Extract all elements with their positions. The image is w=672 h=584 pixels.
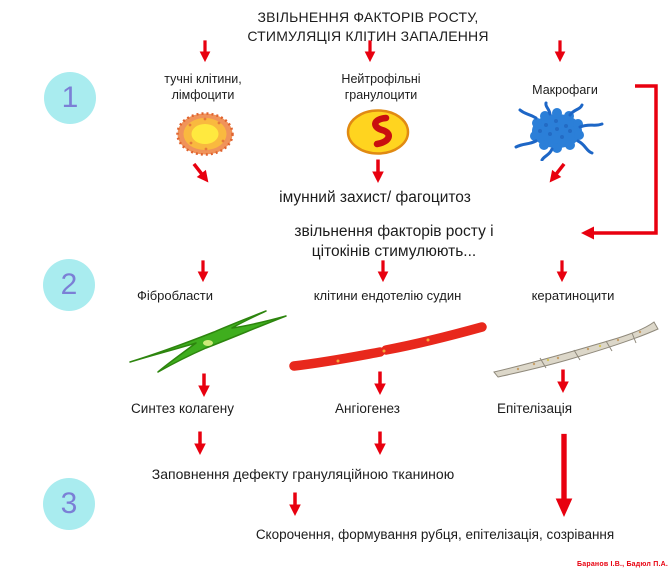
diagram-title: ЗВІЛЬНЕННЯ ФАКТОРІВ РОСТУ, СТИМУЛЯЦІЯ КЛ…	[247, 9, 489, 44]
macrophage-label: Макрофаги	[532, 83, 598, 97]
arrow-down-icon	[199, 40, 211, 63]
stage1-outcome-text: імунний захист/ фагоцитоз	[279, 189, 471, 206]
endothelial-cell-label: клітини ендотелію судин	[313, 288, 462, 303]
neutrophil-icon	[346, 109, 410, 155]
arrow-down-icon	[374, 431, 386, 455]
endothelial-cell-icon	[289, 322, 487, 371]
collagen-synthesis-label: Синтез колагену	[131, 401, 234, 416]
arrow-down-icon	[556, 260, 568, 283]
arrow-down-icon	[289, 492, 301, 516]
arrow-down-left-icon	[549, 162, 566, 183]
arrow-down-icon	[377, 260, 389, 283]
arrow-down-icon	[372, 159, 384, 183]
angiogenesis-label: Ангіогенез	[335, 401, 400, 416]
attribution-text: Баранов І.В., Бадюл П.А.	[577, 561, 668, 568]
macrophage-icon	[514, 101, 604, 161]
phase-3-badge: 3	[43, 478, 95, 530]
arrow-down-icon	[198, 373, 210, 397]
mast-cell-icon	[176, 112, 234, 156]
mast-cell-label: тучні клітини, лімфоцити	[164, 72, 242, 103]
neutrophil-label: Нейтрофільні гранулоцити	[341, 72, 421, 103]
feedback-bracket-arrow	[581, 84, 658, 240]
phase-1-badge: 1	[44, 72, 96, 124]
fibroblast-label: Фібробласти	[136, 288, 214, 303]
arrow-down-icon	[197, 260, 209, 283]
phase-3-number: 3	[60, 487, 78, 520]
arrow-down-icon	[554, 40, 566, 63]
keratinocyte-icon	[493, 321, 659, 378]
transition-text: звільнення факторів росту і цітокінів ст…	[294, 223, 494, 260]
granulation-text: Заповнення дефекту грануляційною тканино…	[151, 466, 455, 482]
phase-2-badge: 2	[43, 259, 95, 311]
epithelialization-label: Епітелізація	[496, 401, 573, 416]
phase-1-number: 1	[61, 81, 79, 114]
arrow-down-right-icon	[192, 162, 209, 183]
arrow-down-icon	[557, 369, 569, 393]
fibroblast-icon	[129, 310, 287, 373]
long-arrow-down-icon	[555, 433, 573, 518]
arrow-down-icon	[374, 371, 386, 395]
phase-2-number: 2	[60, 268, 78, 301]
arrow-down-icon	[194, 431, 206, 455]
keratinocyte-label: кератиноцити	[531, 288, 615, 303]
arrow-down-icon	[364, 40, 376, 63]
final-outcome-text: Скорочення, формування рубця, епітелізац…	[255, 527, 615, 542]
